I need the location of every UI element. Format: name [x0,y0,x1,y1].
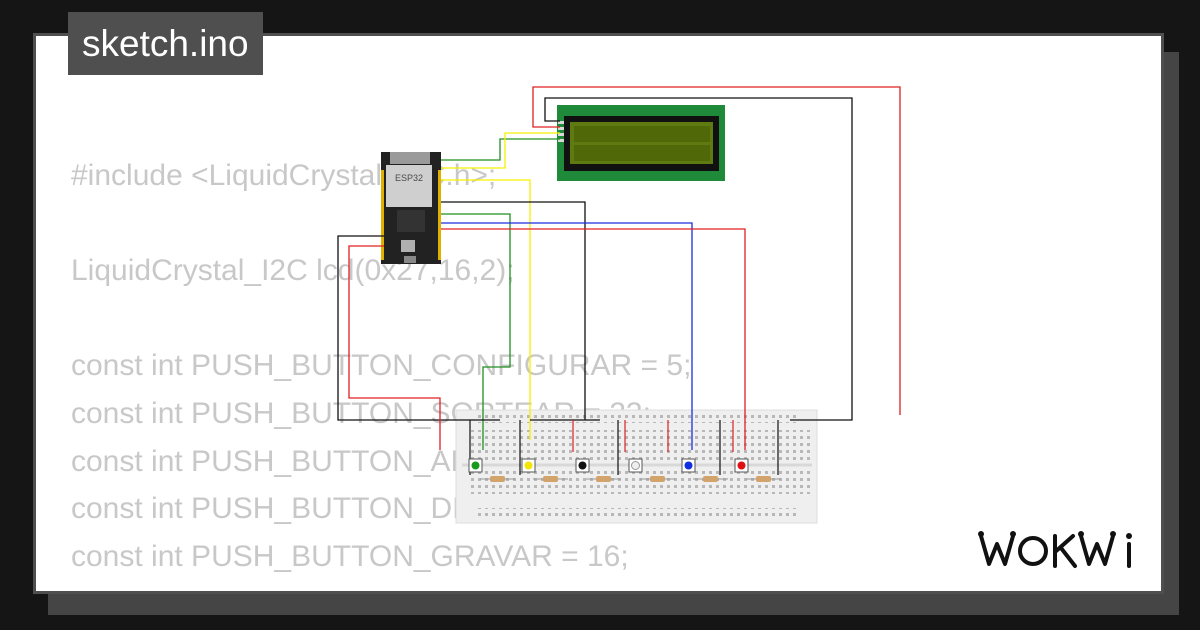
wokwi-logo [978,531,1132,568]
push-button-reiniciar[interactable] [734,458,749,473]
code-line: #include <LiquidCrystal_I2C.h>; [71,159,497,192]
code-line: const int PUSH_BUTTON_GRAVAR = 16; [71,539,629,573]
lcd-display [557,105,725,181]
push-button-gravar[interactable] [681,458,696,473]
esp32-label: ESP32 [395,173,423,183]
push-button-configurar[interactable] [468,458,483,473]
push-button-apagar[interactable] [575,458,590,473]
wires [337,86,901,450]
button-row [468,420,781,482]
resistors [480,476,781,482]
esp32-board[interactable]: ESP32 [381,152,441,264]
code-line: const int PUSH_BUTTON_SORTEAR = 23; [71,396,651,430]
push-button-desfazer[interactable] [628,458,643,473]
sketch-title: sketch.ino [68,12,263,75]
code-preview: #include <LiquidCrystal_I2C.h>;LiquidCry… [71,152,692,591]
code-line: const int PUSH_BUTTON_CONFIGURAR = 5; [71,349,692,383]
push-button-sortear[interactable] [521,458,536,473]
code-line: const int PUSH_BUTTON_REINICIAR = 1 [71,580,691,591]
